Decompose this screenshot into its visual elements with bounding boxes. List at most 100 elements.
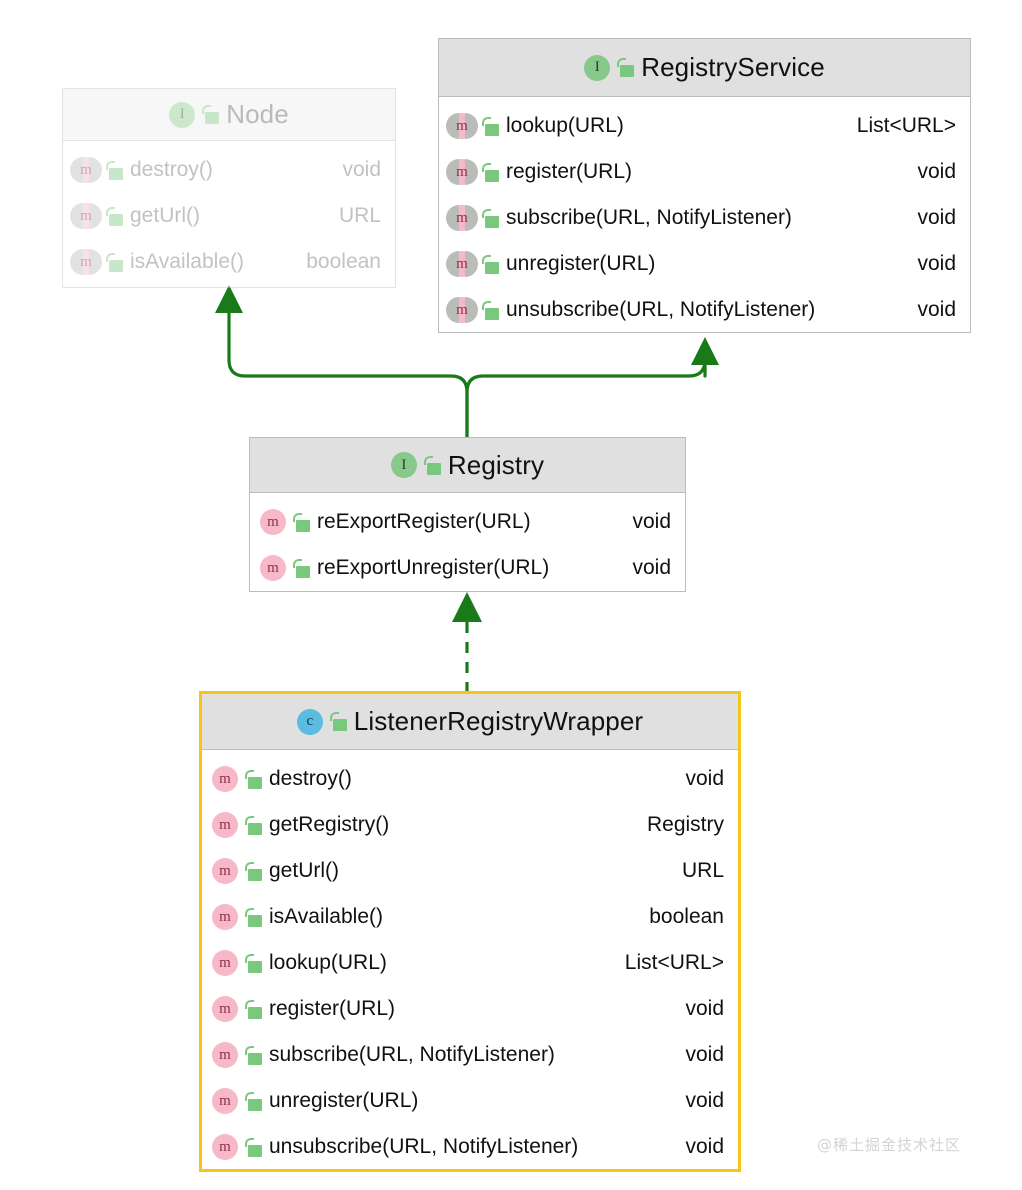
uml-class-node[interactable]: I Node m destroy() void m getUrl() URL <box>62 88 396 288</box>
member-signature: reExportRegister(URL) <box>317 510 531 533</box>
uml-class-registry-members: m reExportRegister(URL) void m reExportU… <box>250 493 685 597</box>
member-signature: isAvailable() <box>269 905 383 928</box>
uml-class-registryservice-title: RegistryService <box>641 52 825 82</box>
member-signature: destroy() <box>269 767 352 790</box>
uml-class-registryservice-header: I RegistryService <box>439 39 970 97</box>
uml-class-node-title: Node <box>226 99 289 129</box>
member-signature: register(URL) <box>506 160 633 183</box>
method-badge-icon: m <box>212 904 238 930</box>
open-lock-icon <box>293 512 310 532</box>
method-badge-icon: m <box>212 858 238 884</box>
member-row[interactable]: m isAvailable() boolean <box>202 894 738 940</box>
member-signature: unsubscribe(URL, NotifyListener) <box>506 298 816 321</box>
method-badge-icon: m <box>446 159 478 185</box>
open-lock-icon <box>106 252 123 272</box>
class-badge-icon: c <box>296 708 323 735</box>
open-lock-icon <box>482 208 499 228</box>
member-return-type: void <box>685 997 724 1020</box>
interface-badge-icon: I <box>584 54 611 81</box>
open-lock-icon <box>245 769 262 789</box>
open-lock-icon <box>245 861 262 881</box>
member-signature: reExportUnregister(URL) <box>317 556 550 579</box>
open-lock-icon <box>329 712 347 731</box>
method-badge-icon: m <box>260 509 286 535</box>
member-signature: lookup(URL) <box>506 114 624 137</box>
method-badge-icon: m <box>446 205 478 231</box>
open-lock-icon <box>245 907 262 927</box>
method-badge-icon: m <box>446 251 478 277</box>
member-return-type: void <box>685 1043 724 1066</box>
member-return-type: boolean <box>306 250 381 273</box>
open-lock-icon <box>106 160 123 180</box>
uml-class-registry[interactable]: I Registry m reExportRegister(URL) void … <box>249 437 686 592</box>
open-lock-icon <box>482 254 499 274</box>
method-badge-icon: m <box>212 1088 238 1114</box>
member-row[interactable]: m getRegistry() Registry <box>202 802 738 848</box>
open-lock-icon <box>617 58 635 77</box>
interface-badge-icon: I <box>390 452 417 478</box>
open-lock-icon <box>245 1137 262 1157</box>
uml-class-registryservice-members: m lookup(URL) List<URL> m register(URL) … <box>439 97 970 339</box>
member-row[interactable]: m subscribe(URL, NotifyListener) void <box>439 195 970 241</box>
member-signature: unregister(URL) <box>269 1089 419 1112</box>
member-row[interactable]: m unregister(URL) void <box>439 241 970 287</box>
uml-class-listenerregistrywrapper-header: c ListenerRegistryWrapper <box>202 694 738 750</box>
member-signature: getUrl() <box>269 859 340 882</box>
member-signature: getRegistry() <box>269 813 390 836</box>
member-row[interactable]: m isAvailable() boolean <box>63 239 395 285</box>
member-row[interactable]: m unregister(URL) void <box>202 1078 738 1124</box>
uml-class-registryservice[interactable]: I RegistryService m lookup(URL) List<URL… <box>438 38 971 333</box>
member-return-type: void <box>917 252 956 275</box>
edge-wrapper-to-registry <box>452 592 482 693</box>
member-row[interactable]: m unsubscribe(URL, NotifyListener) void <box>202 1124 738 1170</box>
uml-class-node-header: I Node <box>63 89 395 141</box>
open-lock-icon <box>245 1045 262 1065</box>
member-row[interactable]: m register(URL) void <box>439 149 970 195</box>
member-row[interactable]: m reExportRegister(URL) void <box>250 499 685 545</box>
member-return-type: void <box>917 298 956 321</box>
member-return-type: void <box>917 160 956 183</box>
open-lock-icon <box>482 300 499 320</box>
method-badge-icon: m <box>212 812 238 838</box>
uml-class-listenerregistrywrapper[interactable]: c ListenerRegistryWrapper m destroy() vo… <box>199 691 741 1172</box>
watermark-text: @稀土掘金技术社区 <box>817 1136 962 1154</box>
member-row[interactable]: m destroy() void <box>63 147 395 193</box>
method-badge-icon: m <box>212 766 238 792</box>
member-return-type: URL <box>681 859 724 882</box>
member-return-type: void <box>632 510 671 533</box>
open-lock-icon <box>202 105 220 124</box>
method-badge-icon: m <box>70 203 102 229</box>
open-lock-icon <box>423 455 441 475</box>
member-row[interactable]: m subscribe(URL, NotifyListener) void <box>202 1032 738 1078</box>
member-signature: destroy() <box>130 158 213 181</box>
uml-class-node-members: m destroy() void m getUrl() URL m isAvai… <box>63 141 395 291</box>
member-signature: getUrl() <box>130 204 201 227</box>
method-badge-icon: m <box>446 113 478 139</box>
member-signature: isAvailable() <box>130 250 244 273</box>
method-badge-icon: m <box>212 1134 238 1160</box>
uml-class-listenerregistrywrapper-members: m destroy() void m getRegistry() Registr… <box>202 750 738 1176</box>
member-return-type: void <box>917 206 956 229</box>
open-lock-icon <box>245 953 262 973</box>
method-badge-icon: m <box>212 996 238 1022</box>
method-badge-icon: m <box>212 950 238 976</box>
method-badge-icon: m <box>70 157 102 183</box>
member-row[interactable]: m lookup(URL) List<URL> <box>439 103 970 149</box>
interface-badge-icon: I <box>169 101 196 128</box>
arrowhead-to-registryservice <box>691 337 719 365</box>
member-return-type: Registry <box>646 813 724 836</box>
member-row[interactable]: m register(URL) void <box>202 986 738 1032</box>
member-return-type: void <box>342 158 381 181</box>
member-row[interactable]: m reExportUnregister(URL) void <box>250 545 685 591</box>
member-row[interactable]: m destroy() void <box>202 756 738 802</box>
member-return-type: void <box>685 767 724 790</box>
member-row[interactable]: m getUrl() URL <box>202 848 738 894</box>
member-row[interactable]: m lookup(URL) List<URL> <box>202 940 738 986</box>
member-row[interactable]: m unsubscribe(URL, NotifyListener) void <box>439 287 970 333</box>
member-return-type: boolean <box>649 905 724 928</box>
member-return-type: void <box>685 1089 724 1112</box>
method-badge-icon: m <box>70 249 102 275</box>
member-row[interactable]: m getUrl() URL <box>63 193 395 239</box>
open-lock-icon <box>245 815 262 835</box>
